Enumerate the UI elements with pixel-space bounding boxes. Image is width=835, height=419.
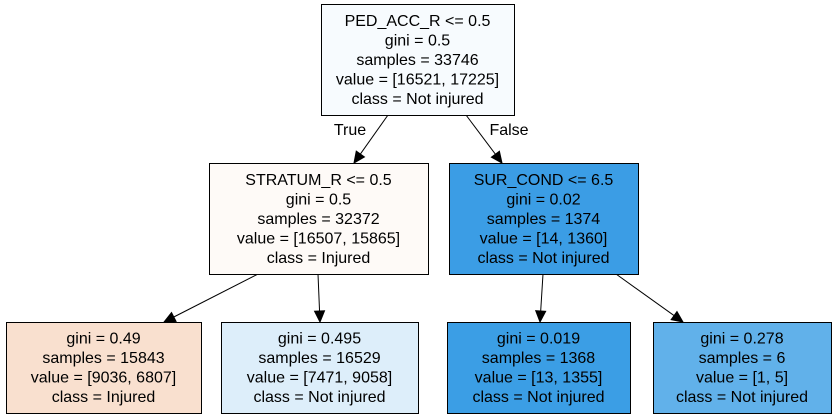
node-box: [221, 322, 419, 414]
tree-node-right-right: gini = 0.278 samples = 6 value = [1, 5] cla…: [653, 322, 832, 414]
tree-edge-right-to-right-left: [534, 273, 547, 324]
node-line: samples = 6: [699, 350, 786, 367]
node-box: [321, 4, 515, 116]
node-line: SUR_COND <= 6.5: [474, 172, 614, 189]
edge-line: [359, 114, 389, 155]
node-line: STRATUM_R <= 0.5: [245, 172, 392, 189]
node-line: class = Not injured: [477, 250, 609, 267]
tree-edge-root-to-right: False: [465, 114, 529, 164]
node-line: gini = 0.495: [278, 331, 361, 348]
nodes-layer: PED_ACC_R <= 0.5 gini = 0.5 samples = 3374…: [6, 4, 832, 414]
node-line: samples = 1368: [482, 350, 596, 367]
tree-edge-left-to-left-left: [162, 273, 259, 323]
node-line: class = Injured: [52, 389, 156, 406]
tree-node-left: STRATUM_R <= 0.5 gini = 0.5 samples = 3237…: [209, 163, 429, 275]
arrow-head: [313, 310, 326, 324]
node-line: class = Not injured: [472, 389, 604, 406]
tree-node-right: SUR_COND <= 6.5 gini = 0.02 samples = 1374…: [449, 163, 639, 275]
node-box: [449, 163, 639, 275]
node-line: value = [13, 1355]: [475, 370, 603, 387]
node-line: value = [7471, 9058]: [247, 370, 392, 387]
edge-line: [540, 273, 544, 312]
node-line: gini = 0.019: [497, 331, 580, 348]
node-line: value = [14, 1360]: [480, 230, 608, 247]
node-line: gini = 0.5: [286, 191, 351, 208]
node-line: gini = 0.278: [700, 331, 783, 348]
node-line: samples = 1374: [487, 211, 601, 228]
node-box: [653, 322, 832, 414]
node-box: [6, 322, 202, 414]
edge-line: [465, 114, 496, 155]
tree-edge-right-to-right-right: [615, 273, 684, 323]
tree-node-root: PED_ACC_R <= 0.5 gini = 0.5 samples = 3374…: [321, 4, 515, 116]
node-line: value = [1, 5]: [696, 370, 788, 387]
node-line: class = Not injured: [253, 389, 385, 406]
edge-label: True: [334, 122, 366, 139]
node-line: samples = 33746: [356, 52, 478, 69]
arrow-head: [353, 150, 366, 164]
node-line: value = [16507, 15865]: [237, 230, 400, 247]
arrow-head: [162, 311, 177, 323]
node-line: value = [16521, 17225]: [336, 71, 499, 88]
tree-node-left-right: gini = 0.495 samples = 16529 value = [7471…: [221, 322, 419, 414]
tree-node-left-left: gini = 0.49 samples = 15843 value = [9036,…: [6, 322, 202, 414]
node-line: gini = 0.49: [66, 331, 140, 348]
node-line: gini = 0.5: [385, 32, 450, 49]
arrow-head: [534, 310, 547, 324]
arrow-head: [670, 310, 684, 323]
node-line: PED_ACC_R <= 0.5: [345, 13, 491, 30]
node-line: gini = 0.02: [506, 191, 580, 208]
node-line: class = Injured: [267, 250, 371, 267]
node-line: class = Not injured: [351, 91, 483, 108]
tree-node-right-left: gini = 0.019 samples = 1368 value = [13, 1…: [447, 322, 631, 414]
tree-edge-left-to-left-right: [313, 273, 326, 324]
node-box: [447, 322, 631, 414]
node-line: samples = 32372: [257, 211, 379, 228]
tree-edge-root-to-left: True: [334, 114, 389, 164]
edge-line: [173, 273, 259, 318]
node-line: class = Not injured: [676, 389, 808, 406]
node-line: samples = 16529: [258, 350, 380, 367]
node-box: [209, 163, 429, 275]
arrow-head: [490, 150, 503, 164]
node-line: value = [9036, 6807]: [31, 370, 176, 387]
edge-line: [615, 273, 675, 317]
edges-layer: True False: [162, 114, 684, 324]
edge-label: False: [489, 122, 528, 139]
edge-line: [317, 273, 321, 312]
node-line: samples = 15843: [42, 350, 164, 367]
